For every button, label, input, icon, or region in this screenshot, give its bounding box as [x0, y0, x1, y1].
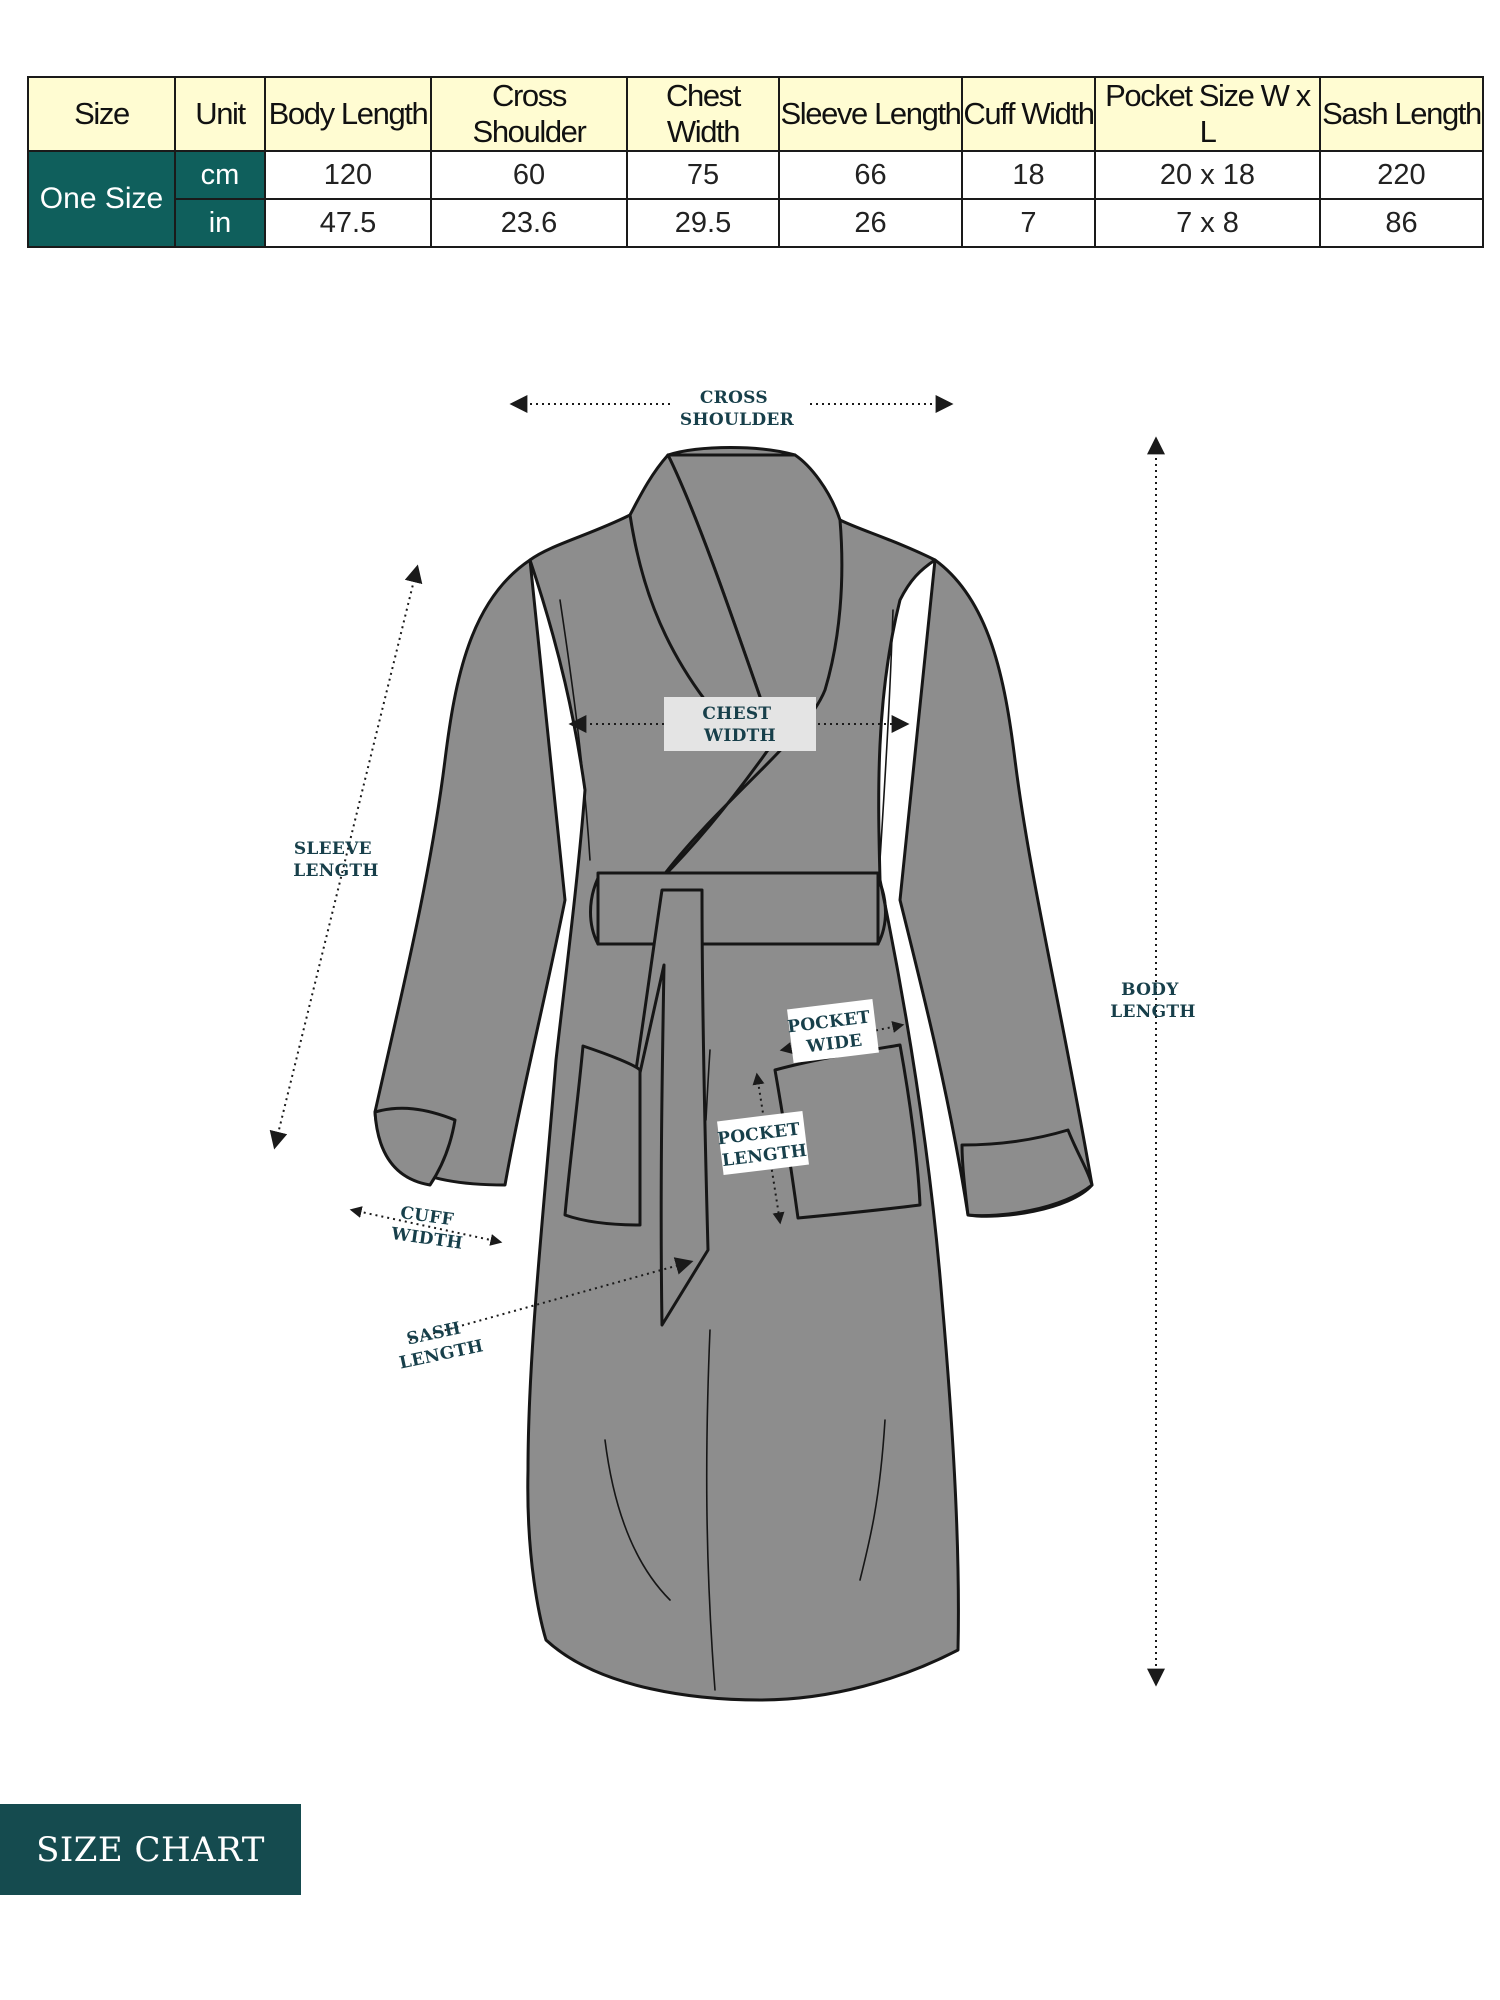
header-unit: Unit — [174, 76, 266, 152]
belt-loop-left — [589, 876, 600, 946]
header-pocket-size: Pocket Size W x L — [1094, 76, 1321, 152]
value-cell: 7 — [961, 198, 1096, 248]
header-size: Size — [27, 76, 176, 152]
robe-body — [526, 446, 960, 1702]
right-cuff — [960, 1128, 1094, 1218]
belt-loop-right — [876, 876, 887, 946]
header-sleeve-length: Sleeve Length — [778, 76, 963, 152]
table-row-cm: One Size cm 120 60 75 66 18 20 x 18 220 — [27, 150, 1484, 248]
table-row-in: in 47.5 23.6 29.5 26 7 7 x 8 86 — [28, 198, 1484, 248]
belt-band — [596, 871, 880, 946]
value-cell: 20 x 18 — [1094, 150, 1321, 200]
fold-lines — [559, 599, 894, 1691]
size-cell: One Size — [27, 150, 176, 248]
body-length-label: BODY LENGTH — [1110, 980, 1195, 1022]
sash-length-arrow — [409, 1257, 694, 1341]
cuff-width-label: CUFF WIDTH — [389, 1202, 467, 1254]
pocket-length-arrow — [752, 1072, 785, 1225]
cuff-width-arrow — [349, 1206, 503, 1246]
value-cell: 47.5 — [264, 198, 432, 248]
pocket-length-label-box — [717, 1110, 809, 1176]
sash-length-label: SASH LENGTH — [393, 1315, 485, 1374]
size-table: Size Unit Body Length Cross Shoulder Che… — [27, 76, 1484, 248]
left-pocket — [563, 1044, 642, 1227]
chest-width-label-box — [664, 697, 816, 751]
value-cell: 86 — [1319, 198, 1484, 248]
size-chart-badge: SIZE CHART — [0, 1804, 301, 1895]
unit-cell-cm: cm — [174, 150, 266, 200]
value-cell: 7 x 8 — [1094, 198, 1321, 248]
robe-illustration — [373, 446, 1094, 1702]
sleeve-length-label: SLEEVE LENGTH — [293, 839, 378, 881]
value-cell: 23.6 — [430, 198, 628, 248]
header-cross-shoulder: Cross Shoulder — [430, 76, 628, 152]
left-sleeve — [373, 558, 567, 1187]
value-cell: 66 — [778, 150, 963, 200]
sash-end — [623, 888, 710, 1327]
value-cell: 75 — [626, 150, 780, 200]
unit-cell-in: in — [174, 198, 266, 248]
value-cell: 26 — [778, 198, 963, 248]
pocket-wide-label-box — [787, 998, 879, 1064]
chest-width-label: CHEST WIDTH — [702, 704, 777, 746]
cross-shoulder-label: CROSS SHOULDER — [680, 388, 795, 430]
value-cell: 120 — [264, 150, 432, 200]
value-cell: 29.5 — [626, 198, 780, 248]
header-body-length: Body Length — [264, 76, 432, 152]
header-chest-width: Chest Width — [626, 76, 780, 152]
header-cuff-width: Cuff Width — [961, 76, 1096, 152]
right-sleeve — [898, 558, 1094, 1218]
header-sash-length: Sash Length — [1319, 76, 1484, 152]
value-cell: 220 — [1319, 150, 1484, 200]
table-header-row: Size Unit Body Length Cross Shoulder Che… — [27, 76, 1484, 152]
value-cell: 60 — [430, 150, 628, 200]
value-cell: 18 — [961, 150, 1096, 200]
